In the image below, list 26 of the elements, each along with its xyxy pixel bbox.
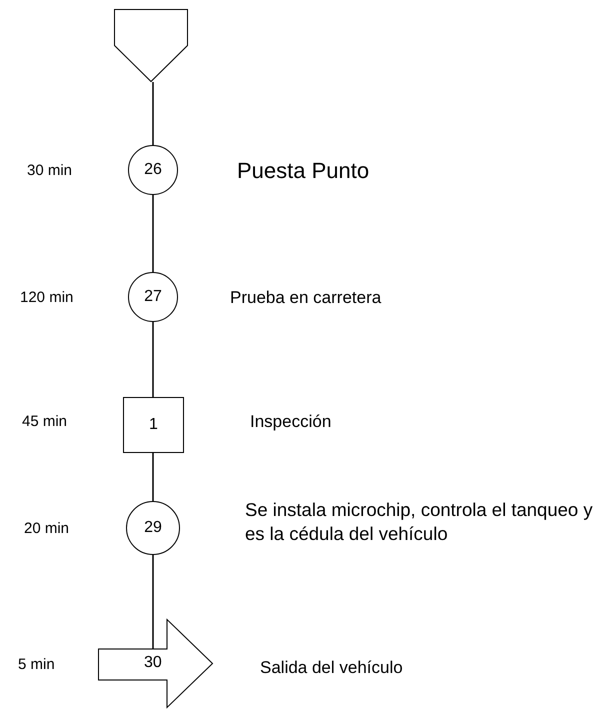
duration-label: 5 min (18, 656, 55, 673)
inspection-box (123, 397, 184, 453)
connector-line (152, 82, 154, 145)
process-circle (128, 145, 178, 195)
duration-label: 45 min (22, 413, 68, 430)
step-description: Puesta Punto (237, 157, 370, 185)
step-description: Prueba en carretera (230, 287, 382, 309)
step-number: 30 (144, 654, 162, 672)
step-description: Se instala microchip, controla el tanqueo y es la cédula del vehículo (245, 498, 594, 546)
step-number: 26 (144, 161, 162, 179)
step-number: 1 (149, 416, 158, 434)
step-number: 27 (144, 288, 162, 306)
step-description: Salida del vehículo (260, 657, 404, 679)
step-number: 29 (144, 519, 162, 537)
step-description: Inspección (250, 411, 332, 433)
process-circle (126, 501, 180, 555)
pentagon-shape (114, 9, 188, 82)
connector-line (152, 322, 154, 397)
connector-line (152, 555, 154, 649)
duration-label: 20 min (24, 520, 70, 537)
connector-line (152, 453, 154, 501)
duration-label: 120 min (20, 289, 74, 306)
connector-line (152, 195, 154, 272)
process-circle (128, 272, 178, 322)
block-arrow-shape (98, 619, 213, 708)
duration-label: 30 min (27, 162, 72, 179)
